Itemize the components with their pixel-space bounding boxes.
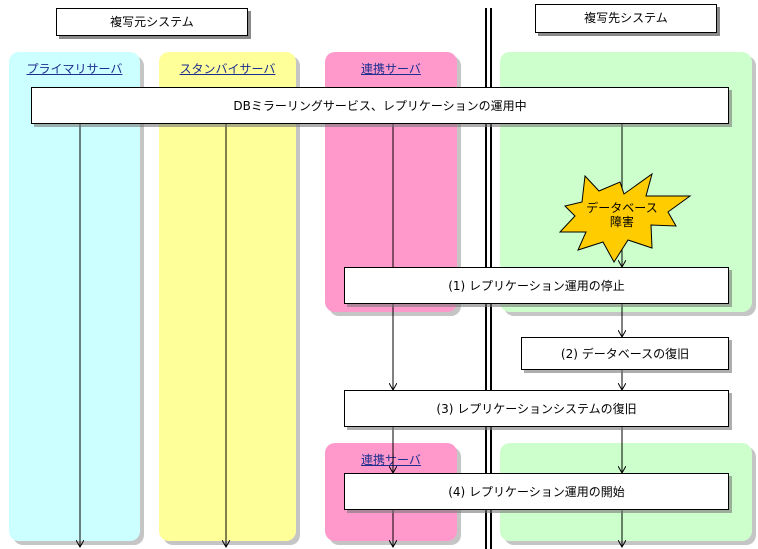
database-fault-text: データベース 障害 — [572, 201, 672, 229]
primary-server-lane: プライマリサーバ — [9, 52, 140, 541]
step-2-label: (2) データベースの復旧 — [560, 347, 690, 361]
database-fault-burst — [558, 172, 692, 263]
step-3-label: (3) レプリケーションシステムの復旧 — [436, 402, 637, 416]
fault-text-line1: データベース — [586, 201, 658, 215]
fault-text-line2: 障害 — [609, 215, 634, 229]
link-server-label-top: 連携サーバ — [361, 62, 421, 76]
target-system-header: 複写先システム — [535, 4, 717, 33]
link-server-label-bottom: 連携サーバ — [361, 453, 421, 467]
step-4-start-replication: (4) レプリケーション運用の開始 — [344, 473, 729, 510]
standby-server-label: スタンバイサーバ — [179, 62, 276, 76]
banner-text: DBミラーリングサービス、レプリケーションの運用中 — [233, 99, 527, 113]
source-system-label: 複写元システム — [110, 15, 194, 29]
standby-server-lane: スタンバイサーバ — [159, 52, 296, 541]
step-4-label: (4) レプリケーション運用の開始 — [448, 485, 625, 499]
replication-running-banner: DBミラーリングサービス、レプリケーションの運用中 — [31, 87, 729, 124]
step-1-label: (1) レプリケーション運用の停止 — [448, 279, 625, 293]
step-3-restore-replication-system: (3) レプリケーションシステムの復旧 — [344, 390, 729, 427]
step-1-stop-replication: (1) レプリケーション運用の停止 — [344, 267, 729, 304]
source-system-header: 複写元システム — [56, 8, 248, 36]
target-system-label: 複写先システム — [584, 11, 668, 25]
step-2-restore-database: (2) データベースの復旧 — [521, 337, 729, 370]
primary-server-label: プライマリサーバ — [26, 62, 123, 76]
